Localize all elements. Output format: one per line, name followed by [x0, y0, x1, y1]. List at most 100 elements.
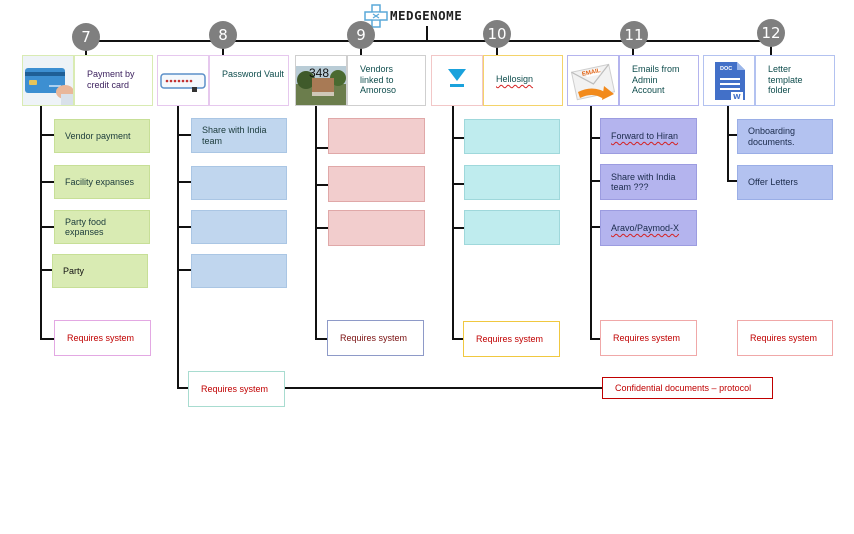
requirement-7: Requires system	[54, 320, 151, 356]
header-card-7: Payment by credit card	[22, 55, 153, 106]
svg-text:W: W	[733, 93, 741, 101]
word-document-icon: W	[715, 62, 745, 101]
brand-name: MEDGENOME	[390, 8, 463, 23]
requirement-12: Requires system	[737, 320, 833, 356]
tree-line-12	[727, 106, 729, 181]
branch-7-1	[40, 134, 54, 136]
item-8-3	[191, 210, 287, 244]
email-envelope-icon	[570, 63, 616, 101]
item-12-1: Onboarding documents.	[737, 119, 833, 154]
requirement-10: Requires system	[463, 321, 560, 357]
branch-12-1	[727, 134, 739, 136]
branch-9-3	[315, 227, 329, 229]
header-title-box-7: Payment by credit card	[74, 55, 153, 106]
item-11-2: Share with India team ???	[600, 164, 697, 200]
confidential-documents-protocol: Confidential documents – protocol	[602, 377, 773, 399]
item-11-1: Forward to Hiran	[600, 118, 697, 154]
item-9-3	[328, 210, 425, 246]
requirement-11: Requires system	[600, 320, 697, 356]
branch-7-3	[40, 226, 54, 228]
branch-9-req	[315, 338, 329, 340]
branch-10-3	[452, 227, 464, 229]
branch-8-4	[177, 269, 191, 271]
tree-line-11	[590, 106, 592, 340]
credit-card-image	[22, 55, 74, 106]
item-10-1	[464, 119, 560, 154]
header-card-8: Password Vault	[157, 55, 289, 106]
password-field-image	[157, 55, 209, 106]
header-card-11: EMAIL Emails from Admin Account	[567, 55, 699, 106]
branch-7-2	[40, 181, 54, 183]
branch-8-req	[177, 387, 189, 389]
branch-8-1	[177, 134, 191, 136]
item-8-2	[191, 166, 287, 200]
requirement-9: Requires system	[327, 320, 424, 356]
branch-8-3	[177, 226, 191, 228]
header-title-12: Letter template folder	[768, 64, 803, 95]
item-10-3	[464, 210, 560, 245]
branch-10-1	[452, 137, 464, 139]
branch-11-3	[590, 226, 602, 228]
item-12-2: Offer Letters	[737, 165, 833, 200]
header-title-box-11: Emails from Admin Account	[619, 55, 699, 106]
header-title-11: Emails from Admin Account	[632, 64, 680, 95]
branch-12-2	[727, 180, 739, 182]
item-11-3-text: Aravo/Paymod-X	[611, 222, 680, 233]
requirement-8: Requires system	[188, 371, 285, 407]
step-number-12: 12	[757, 19, 785, 47]
item-7-2: Facility expanses	[54, 165, 150, 199]
item-7-1: Vendor payment	[54, 119, 150, 153]
photo-overlay-text: 348	[309, 66, 330, 80]
item-7-4: Party	[52, 254, 148, 288]
item-8-1: Share with India team	[191, 118, 287, 153]
step-number-10: 10	[483, 20, 511, 48]
header-card-12: W DOC Letter template folder	[703, 55, 835, 106]
branch-11-req	[590, 338, 602, 340]
header-title-9: Vendors linked to Amoroso	[360, 64, 397, 95]
header-title-box-10: Hellosign	[483, 55, 563, 106]
header-title-10-text: Hellosign	[496, 74, 534, 84]
tree-line-9	[315, 106, 317, 340]
credit-card-icon	[23, 56, 74, 105]
hellosign-logo-icon	[448, 69, 466, 87]
email-image: EMAIL	[567, 55, 619, 106]
logo-connector-line	[426, 26, 428, 41]
confidential-connector-line	[284, 387, 603, 389]
item-9-2	[328, 166, 425, 202]
header-card-9: 348 Vendors linked to Amoroso	[295, 55, 426, 106]
tree-line-7	[40, 106, 42, 340]
doc-icon-text: DOC	[720, 66, 733, 72]
header-title-box-12: Letter template folder	[755, 55, 835, 106]
header-title-8: Password Vault	[222, 69, 284, 79]
building-photo: 348	[295, 55, 347, 106]
header-title-10: Hellosign	[496, 74, 562, 85]
branch-10-2	[452, 183, 464, 185]
header-title-box-9: Vendors linked to Amoroso	[347, 55, 426, 106]
branch-7-req	[40, 338, 54, 340]
medgenome-logo: MEDGENOME	[364, 4, 494, 28]
building-photo-icon	[296, 56, 346, 105]
medgenome-cross-icon	[364, 4, 388, 28]
item-7-3: Party food expanses	[54, 210, 150, 244]
header-card-10: Hellosign	[431, 55, 563, 106]
tree-line-10	[452, 106, 454, 340]
step-number-7: 7	[72, 23, 100, 51]
item-11-1-text: Forward to Hiran	[611, 130, 679, 141]
item-8-4	[191, 254, 287, 288]
branch-10-req	[452, 338, 464, 340]
branch-7-4	[40, 269, 54, 271]
branch-9-1	[315, 147, 329, 149]
header-title-7: Payment by credit card	[87, 69, 135, 90]
item-10-2	[464, 165, 560, 200]
item-9-1	[328, 118, 425, 154]
step-number-9: 9	[347, 21, 375, 49]
tree-line-8	[177, 106, 179, 389]
connector-12	[770, 40, 772, 56]
item-11-3: Aravo/Paymod-X	[600, 210, 697, 246]
password-field-icon	[160, 73, 206, 92]
top-connector-line	[86, 40, 772, 42]
connector-10	[496, 40, 498, 56]
branch-9-2	[315, 184, 329, 186]
word-document-image: W DOC	[703, 55, 755, 106]
step-number-8: 8	[209, 21, 237, 49]
